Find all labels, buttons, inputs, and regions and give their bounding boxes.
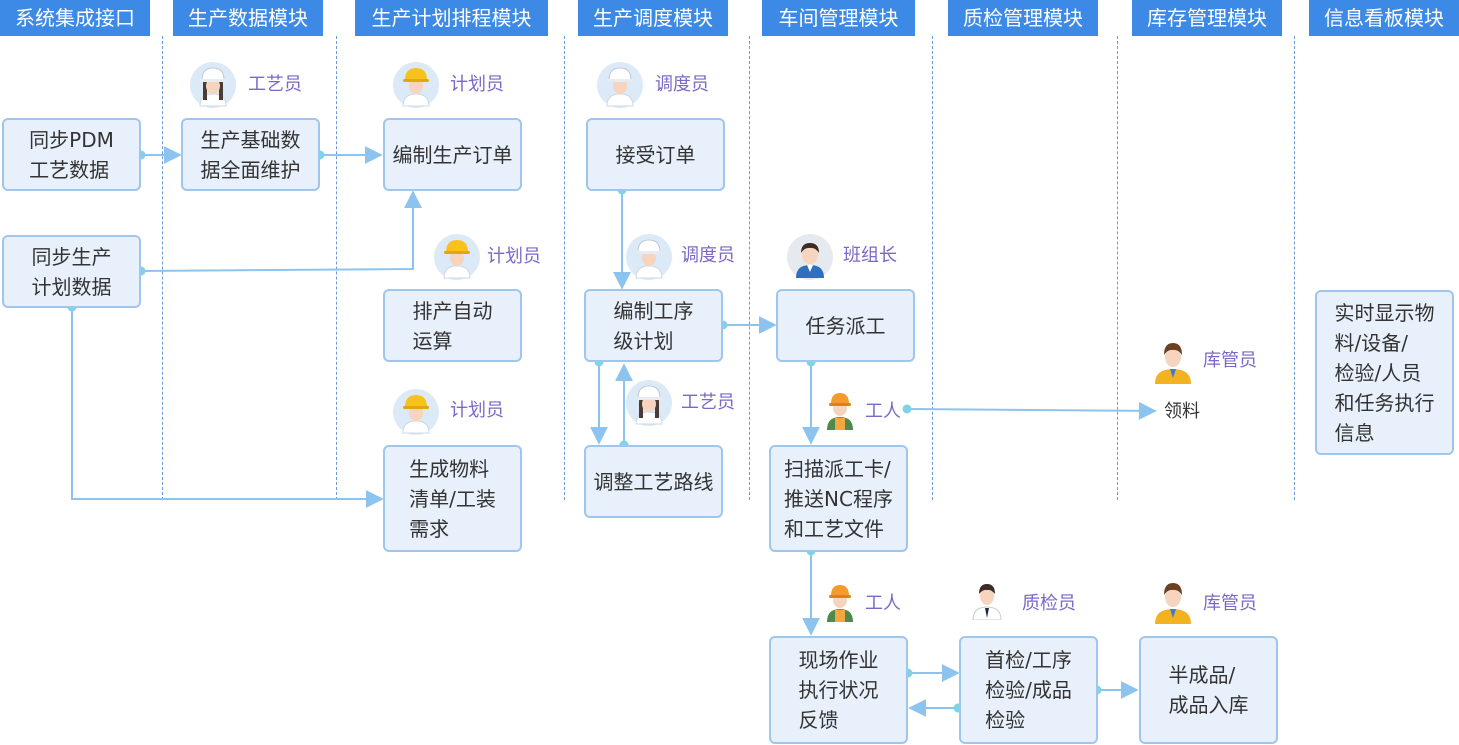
- node-label: 编制生产订单: [392, 142, 513, 167]
- dispatcher-avatar-icon: [626, 234, 672, 280]
- node-label: 同步生产 计划数据: [31, 244, 112, 299]
- team-leader-avatar-icon: [787, 234, 833, 280]
- edge-plan-to-bom: [71, 307, 384, 508]
- column-divider: [1117, 36, 1118, 500]
- node-label: 实时显示物 料/设备/ 检验/人员 和任务执行 信息: [1334, 300, 1435, 445]
- node-label: 生产基础数 据全面维护: [200, 127, 301, 182]
- role-label: 调度员: [655, 74, 709, 95]
- node-accept-order: 接受订单: [586, 118, 725, 191]
- planner-avatar-icon: [393, 62, 439, 108]
- node-label: 首检/工序 检验/成品 检验: [985, 648, 1072, 732]
- node-label: 任务派工: [805, 313, 886, 338]
- role-label: 库管员: [1203, 350, 1257, 371]
- node-bom: 生成物料 清单/工装 需求: [383, 445, 522, 552]
- column-header-integration: 系统集成接口: [0, 0, 150, 36]
- role-label: 质检员: [1022, 593, 1076, 614]
- node-process-plan: 编制工序 级计划: [584, 289, 723, 362]
- column-divider: [336, 36, 337, 500]
- node-inspection: 首检/工序 检验/成品 检验: [959, 636, 1098, 744]
- node-dispatch: 任务派工: [776, 289, 915, 362]
- dispatcher-avatar-icon: [597, 62, 643, 108]
- role-label: 工艺员: [681, 392, 735, 413]
- node-label: 同步PDM 工艺数据: [29, 127, 114, 182]
- craftsman-avatar-icon: [190, 62, 236, 108]
- edge-plan-to-order: [140, 190, 422, 272]
- role-label: 调度员: [681, 245, 735, 266]
- column-header-scheduling: 生产调度模块: [578, 0, 728, 36]
- node-label: 现场作业 执行状况 反馈: [798, 648, 879, 732]
- role-label: 计划员: [450, 400, 504, 421]
- role-label: 计划员: [450, 74, 504, 95]
- role-label: 工人: [865, 593, 901, 614]
- planner-avatar-icon: [393, 389, 439, 435]
- column-header-production-data: 生产数据模块: [173, 0, 323, 36]
- worker-avatar-icon: [827, 585, 853, 622]
- column-header-dashboard: 信息看板模块: [1309, 0, 1459, 36]
- column-divider: [564, 36, 565, 500]
- column-header-inventory: 库存管理模块: [1132, 0, 1282, 36]
- node-label: 调整工艺路线: [593, 469, 714, 494]
- role-label: 库管员: [1203, 593, 1257, 614]
- column-divider: [932, 36, 933, 500]
- node-scan: 扫描派工卡/ 推送NC程序 和工艺文件: [769, 445, 908, 552]
- craftsman-avatar-icon: [626, 380, 672, 426]
- node-label: 生成物料 清单/工装 需求: [409, 456, 496, 541]
- column-header-quality: 质检管理模块: [948, 0, 1098, 36]
- column-header-workshop: 车间管理模块: [762, 0, 915, 36]
- node-label: 排产自动 运算: [412, 298, 493, 353]
- column-divider: [1294, 36, 1295, 500]
- node-label: 扫描派工卡/ 推送NC程序 和工艺文件: [784, 456, 893, 541]
- node-sync-plan: 同步生产 计划数据: [2, 235, 141, 308]
- role-label: 计划员: [487, 246, 541, 267]
- column-divider: [749, 36, 750, 500]
- node-auto-calc: 排产自动 运算: [383, 289, 522, 362]
- column-header-planning: 生产计划排程模块: [355, 0, 548, 36]
- role-label: 工艺员: [248, 74, 302, 95]
- column-divider: [162, 36, 163, 500]
- node-feedback: 现场作业 执行状况 反馈: [769, 636, 908, 744]
- inspector-avatar-icon: [972, 584, 1002, 620]
- edge-start-dot: [902, 404, 912, 414]
- node-make-order: 编制生产订单: [383, 118, 522, 191]
- pick-material-label: 领料: [1164, 401, 1200, 422]
- node-sync-pdm: 同步PDM 工艺数据: [2, 118, 141, 191]
- role-label: 工人: [865, 401, 901, 422]
- node-basic-data: 生产基础数 据全面维护: [181, 118, 320, 191]
- node-warehousing: 半成品/ 成品入库: [1139, 636, 1278, 744]
- node-label: 编制工序 级计划: [613, 298, 694, 353]
- node-label: 接受订单: [615, 142, 696, 167]
- node-label: 半成品/ 成品入库: [1168, 663, 1249, 717]
- worker-avatar-icon: [827, 393, 853, 430]
- node-adjust-route: 调整工艺路线: [584, 445, 723, 518]
- edge-worker-to-pick: [906, 401, 1157, 420]
- planner-avatar-icon: [434, 234, 480, 280]
- warehouse-keeper-avatar-icon: [1155, 343, 1191, 384]
- role-label: 班组长: [843, 245, 897, 266]
- node-dashboard: 实时显示物 料/设备/ 检验/人员 和任务执行 信息: [1315, 290, 1454, 455]
- warehouse-keeper-avatar-icon: [1155, 583, 1191, 624]
